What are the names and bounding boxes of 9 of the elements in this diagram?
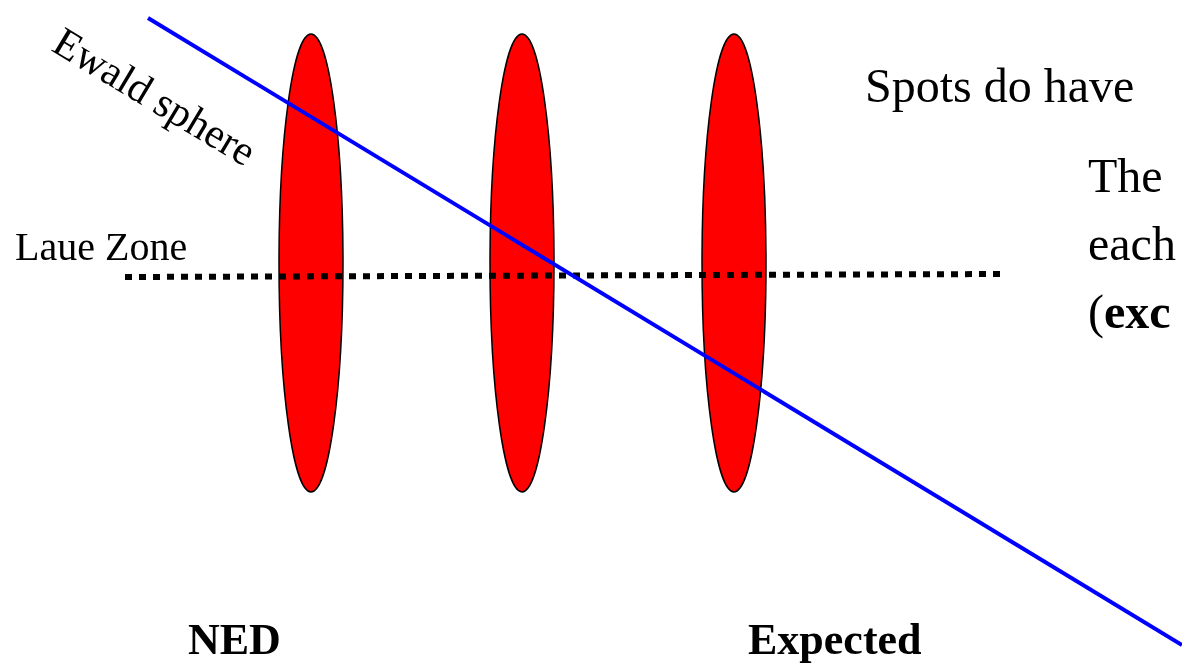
note-text: each (1088, 220, 1176, 268)
note-text: The (1088, 152, 1163, 200)
note-text: Spots do have (865, 62, 1135, 110)
caption-label: NED (188, 618, 281, 662)
caption-label: Expected (748, 618, 922, 662)
ellipse-spot (701, 33, 767, 493)
ellipse-spot (278, 33, 344, 493)
ellipse-spot (489, 33, 555, 493)
line-label: Laue Zone (15, 227, 188, 267)
